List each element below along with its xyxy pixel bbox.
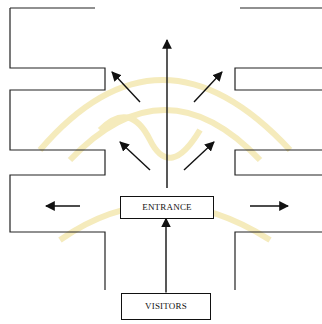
process-box: ENTRANCE [120,196,214,219]
box-label: ENTRANCE [142,203,192,212]
watermark [40,80,290,240]
flow-connector [165,219,166,293]
process-box: VISITORS [121,293,211,320]
flow-arrows [46,40,288,206]
box-label: VISITORS [145,302,187,311]
